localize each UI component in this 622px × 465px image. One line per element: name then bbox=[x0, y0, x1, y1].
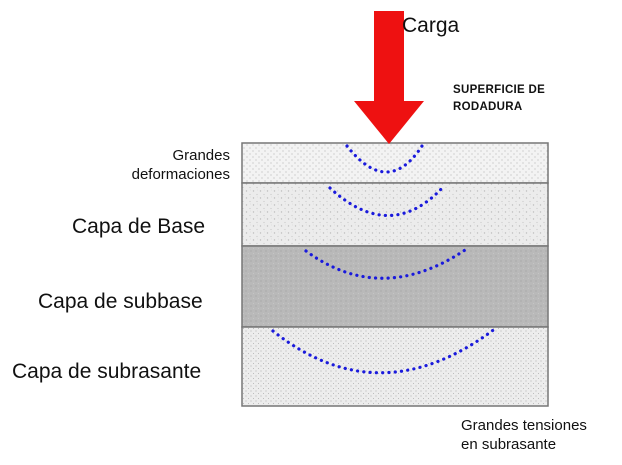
load-arrow bbox=[354, 11, 424, 144]
surface-label: SUPERFICIE DE RODADURA bbox=[453, 82, 545, 116]
bottom-note: Grandes tensiones en subrasante bbox=[461, 416, 587, 454]
layer-surface-label-line2: deformaciones bbox=[131, 166, 230, 183]
surface-label-line1: SUPERFICIE DE bbox=[453, 84, 546, 96]
layer-surface-label-line1: Grandes bbox=[172, 147, 230, 164]
surface-label-line2: RODADURA bbox=[453, 101, 523, 113]
layer-subbase-label: Capa de subbase bbox=[38, 290, 203, 313]
layer-surface-label: Grandes deformaciones bbox=[132, 146, 230, 184]
layer-subrasante-label: Capa de subrasante bbox=[12, 360, 202, 383]
layer-base bbox=[241, 182, 549, 247]
layer-subrasante bbox=[241, 326, 549, 407]
layer-base-label: Capa de Base bbox=[72, 215, 206, 238]
deflection-curve-subrasante bbox=[271, 326, 498, 375]
deflection-curve-base bbox=[328, 184, 446, 218]
bottom-note-line2: en subrasante bbox=[461, 436, 557, 453]
layer-surface bbox=[241, 142, 549, 184]
deflection-curve-subbase bbox=[304, 248, 467, 280]
load-label: Carga bbox=[402, 14, 460, 37]
deflection-curve-surface bbox=[345, 144, 424, 174]
bottom-note-line1: Grandes tensiones bbox=[461, 417, 587, 434]
layer-subbase bbox=[241, 245, 549, 328]
